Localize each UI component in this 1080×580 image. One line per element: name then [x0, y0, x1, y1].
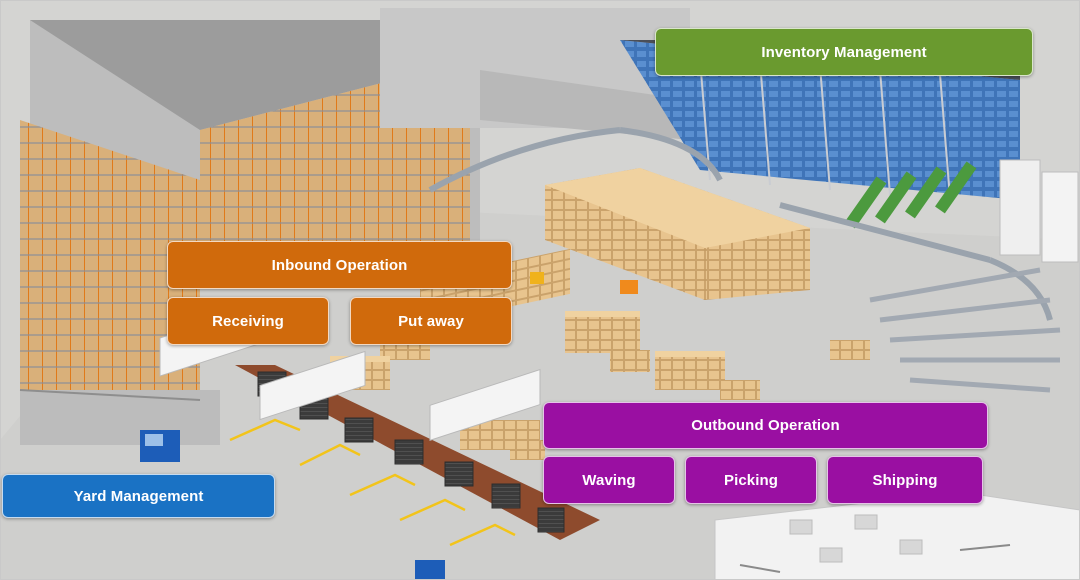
picking-label: Picking	[685, 456, 817, 504]
yard-management-label: Yard Management	[2, 474, 275, 518]
shipping-label: Shipping	[827, 456, 983, 504]
receiving-label: Receiving	[167, 297, 329, 345]
put-away-label: Put away	[350, 297, 512, 345]
waving-label: Waving	[543, 456, 675, 504]
inbound-operation-label: Inbound Operation	[167, 241, 512, 289]
outbound-operation-label: Outbound Operation	[543, 402, 988, 449]
inventory-management-label: Inventory Management	[655, 28, 1033, 76]
